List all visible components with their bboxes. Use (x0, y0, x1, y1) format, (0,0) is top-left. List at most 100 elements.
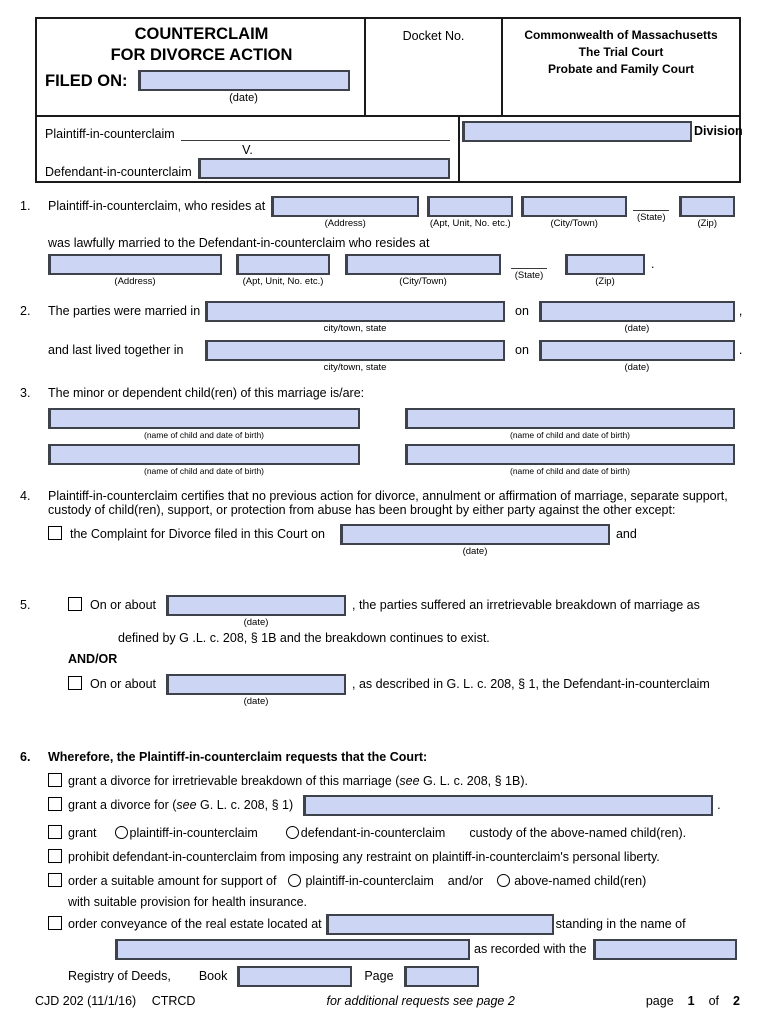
section-4: 4. Plaintiff-in-counterclaim certifies t… (20, 486, 742, 557)
req-divorce-for-pre: grant a divorce for ( (68, 798, 177, 812)
custody-plaintiff-radio[interactable] (114, 826, 128, 839)
section-4-body: Plaintiff-in-counterclaim certifies that… (48, 486, 742, 557)
breakdown-1-checkbox[interactable] (68, 676, 82, 690)
defendant-name-field[interactable] (197, 158, 450, 179)
req-support-checkbox[interactable] (48, 873, 62, 887)
married-place-field[interactable] (205, 301, 505, 322)
defendant-city-field[interactable] (345, 254, 501, 275)
breakdown-1b-on-label: On or about (90, 598, 157, 612)
req-support-pre-label: order a suitable amount for support of (68, 874, 277, 888)
court-line-2: The Trial Court (578, 44, 664, 59)
lived-row-period: . (738, 343, 743, 357)
married-label: The parties were married in (48, 304, 201, 318)
lived-date-field[interactable] (538, 340, 735, 361)
filed-on-date-field[interactable] (137, 70, 350, 92)
req-divorce-for-period: . (717, 798, 721, 812)
section-2-number: 2. (20, 304, 31, 318)
prior-complaint-checkbox[interactable] (48, 526, 62, 540)
plaintiff-address-field[interactable] (271, 196, 420, 217)
req-divorce-for-checkbox[interactable] (48, 797, 62, 811)
city-town-state-caption-2: city/town, state (323, 362, 387, 373)
defendant-zip-group: (Zip) (565, 254, 645, 287)
breakdown-1-date-field[interactable] (166, 674, 347, 695)
header-row-2: Plaintiff-in-counterclaim V. Defendant-i… (37, 115, 743, 181)
section-5-number: 5. (20, 598, 31, 612)
support-plaintiff-label: plaintiff-in-counterclaim (305, 874, 434, 888)
owner-name-field[interactable] (115, 939, 470, 960)
city-caption-2: (City/Town) (399, 276, 447, 287)
child-2-field[interactable] (405, 408, 735, 429)
form-title-line2: FOR DIVORCE ACTION (110, 45, 293, 64)
lived-label: and last lived together in (48, 343, 184, 357)
lived-place-field[interactable] (205, 340, 505, 361)
married-date-field[interactable] (538, 301, 735, 322)
plaintiff-address-group: (Address) (271, 196, 420, 229)
plaintiff-apt-field[interactable] (427, 196, 514, 217)
child-3-field[interactable] (48, 444, 360, 465)
complaint-date-field[interactable] (339, 524, 610, 545)
plaintiff-state-group: (State) (633, 196, 670, 223)
versus-label: V. (242, 143, 253, 157)
date-caption-lived: (date) (624, 362, 650, 373)
support-insurance-line: with suitable provision for health insur… (68, 895, 308, 909)
req-custody-post-label: custody of the above-named child(ren). (469, 826, 687, 840)
req-custody-checkbox[interactable] (48, 825, 62, 839)
plaintiff-name-line[interactable] (180, 126, 450, 141)
docket-no-label: Docket No. (402, 29, 465, 43)
docket-cell[interactable]: Docket No. (364, 19, 501, 115)
lived-place-group: city/town, state (205, 340, 505, 373)
book-field[interactable] (237, 966, 353, 987)
breakdown-1b-text: , the parties suffered an irretrievable … (352, 598, 700, 612)
real-estate-location-field[interactable] (325, 914, 554, 935)
form-title-line1: COUNTERCLAIM (134, 25, 269, 43)
breakdown-1b-date-field[interactable] (166, 595, 347, 616)
support-children-radio[interactable] (497, 874, 511, 887)
defendant-row: Defendant-in-counterclaim (45, 158, 450, 179)
filed-on-label: FILED ON: (45, 72, 128, 91)
married-place-group: city/town, state (205, 301, 505, 334)
registry-name-field[interactable] (592, 939, 737, 960)
lived-on-label: on (515, 343, 529, 357)
zip-caption: (Zip) (697, 218, 717, 229)
support-andor-label: and/or (447, 874, 484, 888)
defendant-state-line[interactable] (511, 254, 547, 269)
plaintiff-residence-label: Plaintiff-in-counterclaim, who resides a… (48, 199, 266, 213)
division-field[interactable] (462, 121, 692, 142)
recorded-with-label: as recorded with the (474, 942, 587, 956)
apt-caption-2: (Apt, Unit, No. etc.) (242, 276, 324, 287)
defendant-apt-group: (Apt, Unit, No. etc.) (236, 254, 330, 287)
child-4-field[interactable] (405, 444, 735, 465)
address-caption: (Address) (324, 218, 366, 229)
plaintiff-state-line[interactable] (633, 196, 670, 211)
divorce-grounds-field[interactable] (303, 795, 714, 816)
breakdown-1-text: , as described in G. L. c. 208, § 1, the… (352, 677, 710, 691)
see-italic-1: see (399, 774, 420, 788)
division-label: Division (694, 124, 743, 138)
date-caption-1: (date) (243, 696, 269, 707)
custody-defendant-radio[interactable] (285, 826, 299, 839)
defendant-zip-field[interactable] (565, 254, 645, 275)
breakdown-1b-text-2: defined by G .L. c. 208, § 1B and the br… (118, 631, 490, 645)
plaintiff-apt-group: (Apt, Unit, No. etc.) (427, 196, 514, 229)
child-1-group: (name of child and date of birth) (48, 408, 360, 440)
support-plaintiff-radio[interactable] (288, 874, 302, 887)
req-conveyance-checkbox[interactable] (48, 916, 62, 930)
plaintiff-zip-field[interactable] (679, 196, 736, 217)
page-field[interactable] (403, 966, 479, 987)
children-row-2: (name of child and date of birth) (name … (48, 444, 742, 476)
defendant-address-field[interactable] (48, 254, 222, 275)
request-conveyance-row: order conveyance of the real estate loca… (48, 914, 742, 935)
court-line-3: Probate and Family Court (547, 61, 695, 76)
req-irretrievable-checkbox[interactable] (48, 773, 62, 787)
married-row-comma: , (738, 304, 743, 318)
defendant-apt-field[interactable] (236, 254, 330, 275)
req-irretrievable-pre: grant a divorce for irretrievable breakd… (68, 774, 400, 788)
child-1-field[interactable] (48, 408, 360, 429)
req-liberty-checkbox[interactable] (48, 849, 62, 863)
req-divorce-for-post: G. L. c. 208, § 1) (196, 798, 294, 812)
breakdown-1b-checkbox[interactable] (68, 597, 82, 611)
date-caption-1b: (date) (243, 617, 269, 628)
child-caption-3: (name of child and date of birth) (143, 466, 264, 476)
plaintiff-city-field[interactable] (521, 196, 628, 217)
page-word: page (645, 994, 674, 1008)
